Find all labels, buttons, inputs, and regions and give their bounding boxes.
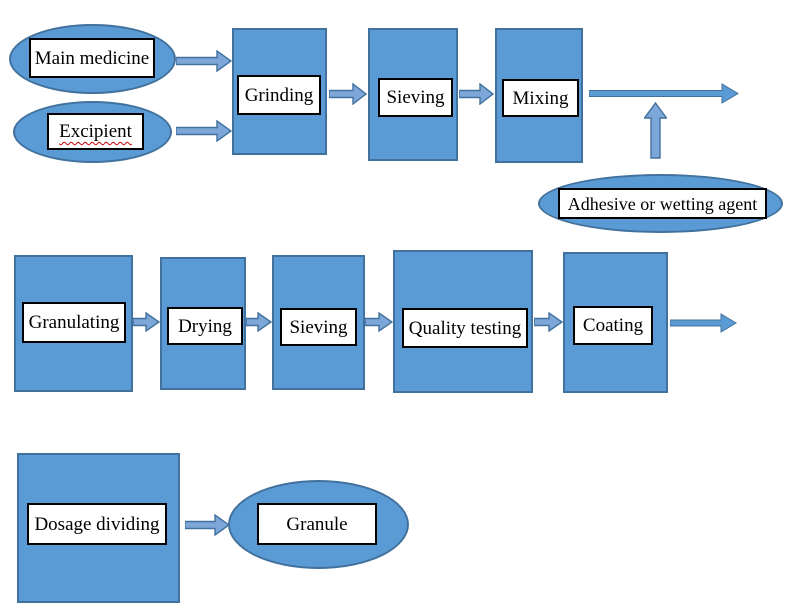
quality-testing-text: Quality testing [408, 317, 522, 339]
node-label-mixing: Mixing [502, 79, 579, 117]
sieving-1-text: Sieving [386, 87, 445, 108]
arrow-mixing-output [589, 83, 739, 104]
grinding-text: Grinding [244, 84, 314, 106]
arrow-quality-testing-to-coating [534, 312, 563, 332]
node-label-adhesive: Adhesive or wetting agent [558, 188, 767, 219]
node-label-drying: Drying [167, 307, 243, 345]
node-label-sieving-1: Sieving [378, 78, 453, 117]
node-label-dosage-dividing: Dosage dividing [27, 503, 167, 545]
arrow-sieving-to-mixing [459, 83, 494, 105]
excipient-text: Excipient [59, 121, 132, 142]
node-label-sieving-2: Sieving [280, 308, 357, 346]
arrow-excipient-to-grinding [176, 120, 232, 142]
node-label-granulating: Granulating [22, 302, 126, 343]
granulating-text: Granulating [28, 312, 120, 333]
node-label-main-medicine: Main medicine [29, 38, 155, 78]
granule-text: Granule [286, 513, 348, 535]
node-label-grinding: Grinding [237, 75, 321, 115]
arrow-drying-to-sieving [246, 312, 272, 332]
arrow-granulating-to-drying [133, 312, 160, 332]
coating-text: Coating [582, 315, 644, 336]
arrow-coating-output [670, 313, 737, 333]
drying-text: Drying [178, 315, 232, 337]
arrow-main-medicine-to-grinding [176, 50, 232, 72]
node-label-granule: Granule [257, 503, 377, 545]
node-label-quality-testing: Quality testing [402, 308, 528, 348]
main-medicine-text: Main medicine [34, 47, 150, 69]
sieving-2-text: Sieving [289, 316, 348, 338]
node-label-coating: Coating [573, 306, 653, 345]
node-label-excipient: Excipient [47, 113, 144, 150]
arrow-dosage-dividing-to-granule [185, 514, 230, 536]
arrow-adhesive-up [644, 102, 667, 159]
mixing-text: Mixing [512, 87, 569, 109]
arrow-sieving-to-quality-testing [365, 312, 393, 332]
arrow-grinding-to-sieving [329, 83, 367, 105]
dosage-dividing-text: Dosage dividing [34, 513, 160, 535]
adhesive-text: Adhesive or wetting agent [567, 193, 758, 214]
